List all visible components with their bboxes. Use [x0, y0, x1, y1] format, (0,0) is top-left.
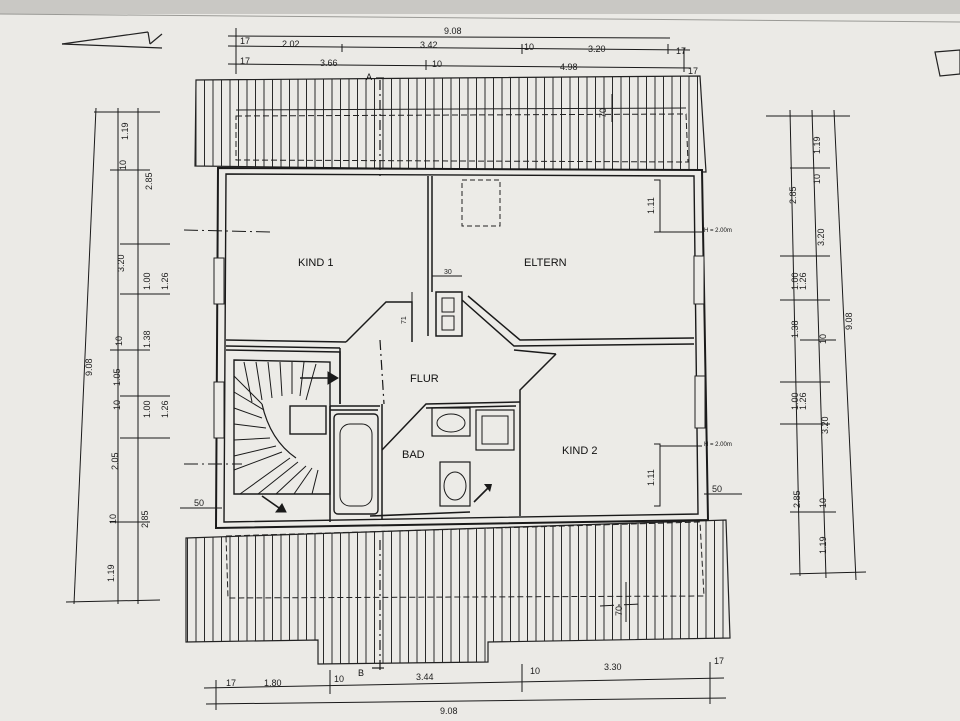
dim-left-a6: 10: [112, 400, 122, 410]
dim-right-a3: 1.26: [798, 272, 808, 290]
page-corner-mark: [934, 49, 960, 77]
dim-misc-50-right: 50: [712, 484, 722, 494]
dim-left-b3: 1.26: [160, 272, 170, 290]
dim-top-1: 17: [240, 36, 250, 46]
dim-top2-1: 17: [240, 56, 250, 66]
dim-left-a7: 2.05: [110, 452, 120, 470]
dim-misc-70-top: 70: [598, 108, 608, 118]
dim-right-b4: 10: [818, 334, 828, 344]
bathtub: [333, 413, 379, 515]
dim-right-b2: 10: [812, 174, 822, 184]
dim-right-b5: 3.20: [820, 416, 830, 434]
dim-left-total: 9.08: [84, 358, 94, 376]
dim-left-b5: 1.00: [142, 400, 152, 418]
dim-right-a2: 1.00: [790, 272, 800, 290]
dim-top-total: 9.08: [444, 26, 462, 36]
room-label-flur: FLUR: [410, 373, 439, 385]
washbasin: [431, 407, 471, 437]
dim-bottom-1: 17: [226, 678, 236, 688]
roof-tiles-top: [194, 75, 707, 173]
direction-arrow-icon: [61, 31, 163, 49]
dim-right-a1: 2.85: [788, 186, 798, 204]
dim-top-5: 3.20: [588, 44, 606, 54]
dim-right-a5: 1.00: [790, 392, 800, 410]
dim-left-b4: 1.38: [142, 330, 152, 348]
dim-bottom-3: 10: [334, 674, 344, 684]
height-note-lines: [654, 179, 702, 507]
dim-top-2: 2.02: [282, 39, 300, 49]
dim-top2-5: 17: [688, 66, 698, 76]
dim-bottom-4: 3.44: [416, 672, 434, 682]
dim-top2-4: 4.98: [560, 62, 578, 72]
chimney-shaft: [435, 291, 463, 337]
dim-left-b2: 1.00: [142, 272, 152, 290]
dim-misc-71: 71: [401, 316, 408, 324]
dim-left-a2: 10: [118, 160, 128, 170]
room-label-eltern: ELTERN: [524, 257, 567, 269]
dim-left-a3: 3.20: [116, 254, 126, 272]
dim-left-b7: 2.85: [140, 510, 150, 528]
dim-bottom-total: 9.08: [440, 706, 458, 716]
dim-top-4: 10: [524, 42, 534, 52]
room-label-bad: BAD: [402, 449, 425, 461]
dim-right-b7: 1.19: [818, 536, 828, 554]
dim-right-total: 9.08: [844, 312, 854, 330]
dim-right-b6: 10: [818, 498, 828, 508]
staircase: [233, 359, 339, 513]
dim-misc-111-kind2: 1.11: [646, 469, 656, 486]
skylight: [461, 179, 501, 227]
height-note-kind2: H = 2.00m: [704, 442, 732, 448]
dim-right-a4: 1.38: [790, 320, 800, 338]
dim-misc-30: 30: [444, 269, 452, 276]
dim-left-a5: 1.05: [112, 368, 122, 386]
section-line-a-b: [372, 77, 385, 670]
bath-bottom-wall: [369, 511, 471, 517]
dim-right-a6: 1.26: [798, 392, 808, 410]
dim-top-6: 17: [676, 46, 686, 56]
dimension-lines: [65, 28, 867, 710]
dim-bottom-7: 17: [714, 656, 724, 666]
dim-right-b1: 1.19: [812, 136, 822, 154]
dim-right-a7: 2.85: [792, 490, 802, 508]
axis-lines: [183, 229, 641, 607]
dim-left-b6: 1.26: [160, 400, 170, 418]
dim-top2-3: 10: [432, 59, 442, 69]
section-marker-a: A: [366, 72, 372, 82]
dim-bottom-2: 1.80: [264, 678, 282, 688]
roof-tiles-bottom: [185, 519, 731, 665]
dim-left-a8: 10: [108, 514, 118, 524]
exterior-walls: [213, 166, 710, 530]
dim-left-b1: 2.85: [144, 172, 154, 190]
dim-top-3: 3.42: [420, 40, 438, 50]
dim-right-b3: 3.20: [816, 228, 826, 246]
dim-misc-50-left: 50: [194, 498, 204, 508]
section-marker-b: B: [358, 668, 364, 678]
height-note-eltern: H = 2.00m: [704, 228, 732, 234]
room-label-kind2: KIND 2: [562, 445, 597, 457]
dim-misc-111-eltern: 1.11: [646, 197, 656, 214]
dim-bottom-6: 3.30: [604, 662, 622, 672]
toilet: [439, 461, 492, 507]
room-label-kind1: KIND 1: [298, 257, 333, 269]
page-edge-shadow: [0, 0, 960, 14]
dim-bottom-5: 10: [530, 666, 540, 676]
shower: [475, 409, 515, 451]
dim-left-a1: 1.19: [120, 122, 130, 140]
dim-top2-2: 3.66: [320, 58, 338, 68]
dim-left-a4: 10: [114, 336, 124, 346]
dim-misc-70-bottom: 70: [614, 606, 624, 616]
dim-left-a9: 1.19: [106, 564, 116, 582]
